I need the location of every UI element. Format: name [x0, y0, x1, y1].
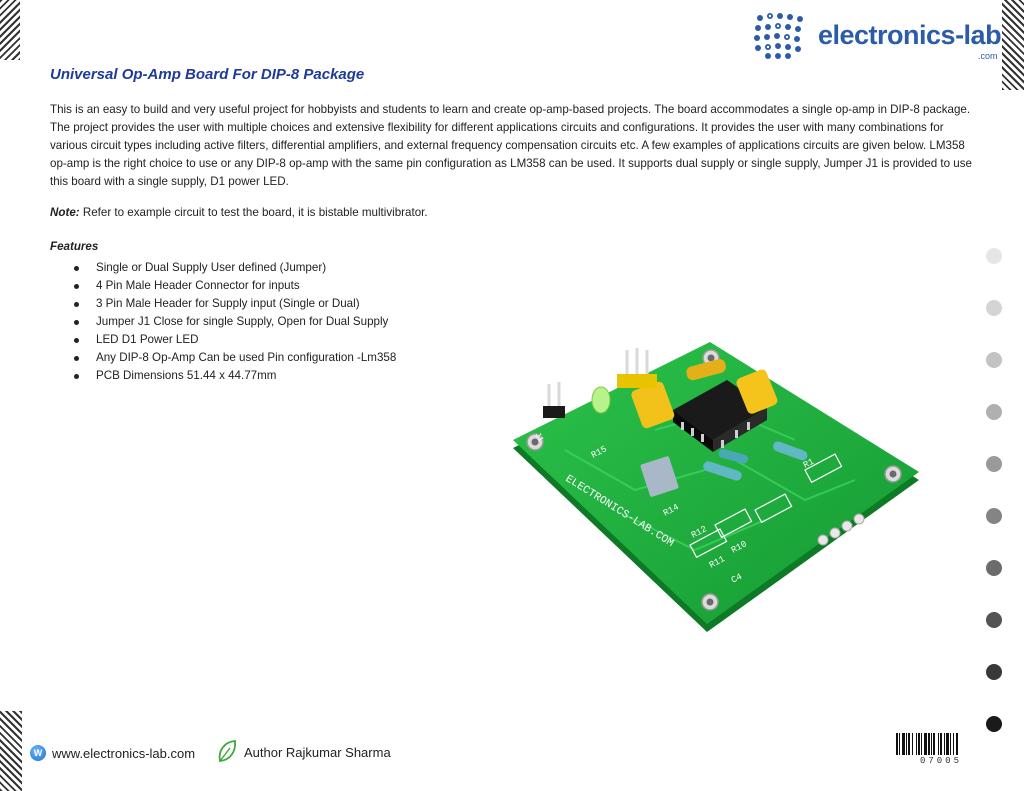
barcode-bar	[956, 733, 958, 755]
web-globe-icon: W	[30, 745, 46, 761]
barcode-bar	[946, 733, 949, 755]
features-heading: Features	[50, 240, 99, 253]
side-dot	[986, 716, 1002, 732]
barcode-bar	[896, 733, 898, 755]
barcode-bar	[950, 733, 951, 755]
pcb-board-photo: ELECTRONICS-LAB.COM R1 R10 R11 R12 R15 R…	[513, 342, 919, 632]
resistors	[703, 441, 808, 481]
barcode-bar	[916, 733, 917, 755]
barcode-bar	[924, 733, 927, 755]
feature-item: Jumper J1 Close for single Supply, Open …	[50, 313, 396, 331]
film-capacitor	[640, 456, 679, 497]
barcode-bar	[928, 733, 930, 755]
feature-item: Single or Dual Supply User defined (Jump…	[50, 259, 396, 277]
barcode-bar	[953, 733, 954, 755]
barcode-bar	[899, 733, 900, 755]
barcode-bar	[940, 733, 942, 755]
jumper-j1	[543, 406, 565, 418]
footer-author: Author Rajkumar Sharma	[216, 738, 391, 766]
side-dot	[986, 560, 1002, 576]
side-dot	[986, 352, 1002, 368]
side-dot	[986, 248, 1002, 264]
yellow-capacitor	[631, 381, 675, 429]
corner-hatch-top-left	[0, 0, 20, 60]
note-label: Note:	[50, 206, 80, 219]
article-intro: This is an easy to build and very useful…	[50, 103, 972, 188]
supply-header	[617, 374, 657, 388]
barcode-bar	[944, 733, 945, 755]
feature-item: PCB Dimensions 51.44 x 44.77mm	[50, 367, 396, 385]
pcb-surface	[513, 342, 919, 624]
brand-logo[interactable]: electronics-lab .com	[752, 8, 1002, 63]
barcode	[896, 733, 958, 755]
barcode-bar	[918, 733, 920, 755]
document-code: 07005	[919, 756, 962, 766]
barcode-bar	[938, 733, 939, 755]
footer-website-link[interactable]: www.electronics-lab.com	[52, 745, 196, 761]
note-text: Refer to example circuit to test the boa…	[79, 206, 428, 219]
feature-item: 4 Pin Male Header Connector for inputs	[50, 277, 396, 295]
power-led-d1	[591, 386, 611, 414]
barcode-bar	[931, 733, 932, 755]
features-list: Single or Dual Supply User defined (Jump…	[50, 259, 396, 385]
side-dot	[986, 300, 1002, 316]
corner-hatch-bottom-left	[0, 711, 22, 791]
logo-dot-grid-icon	[754, 13, 803, 59]
article-note: Note: Refer to example circuit to test t…	[50, 206, 428, 219]
barcode-bar	[908, 733, 910, 755]
brand-name: electronics-lab	[818, 20, 1002, 50]
pcb-label: R1	[802, 457, 816, 471]
feature-item: Any DIP-8 Op-Amp Can be used Pin configu…	[50, 349, 396, 367]
page-side-dots	[986, 248, 1006, 732]
svg-text:J1: J1	[532, 431, 545, 444]
barcode-bar	[933, 733, 935, 755]
barcode-bar	[902, 733, 905, 755]
author-name: Author Rajkumar Sharma	[244, 744, 391, 760]
side-dot	[986, 612, 1002, 628]
barcode-bar	[906, 733, 907, 755]
side-dot	[986, 404, 1002, 420]
corner-hatch-top-right	[1002, 0, 1024, 90]
side-dot	[986, 508, 1002, 524]
article-title: Universal Op-Amp Board For DIP-8 Package	[50, 66, 365, 83]
feature-item: LED D1 Power LED	[50, 331, 396, 349]
side-dot	[986, 664, 1002, 680]
input-header-holes	[817, 513, 865, 546]
barcode-bar	[912, 733, 913, 755]
footer-website[interactable]: W www.electronics-lab.com	[30, 742, 195, 764]
yellow-capacitor	[736, 369, 778, 414]
brand-suffix: .com	[978, 51, 998, 61]
side-dot	[986, 456, 1002, 472]
barcode-bar	[921, 733, 922, 755]
feature-item: 3 Pin Male Header for Supply input (Sing…	[50, 295, 396, 313]
pcb-label: C4	[730, 572, 744, 586]
leaf-icon	[218, 740, 236, 762]
